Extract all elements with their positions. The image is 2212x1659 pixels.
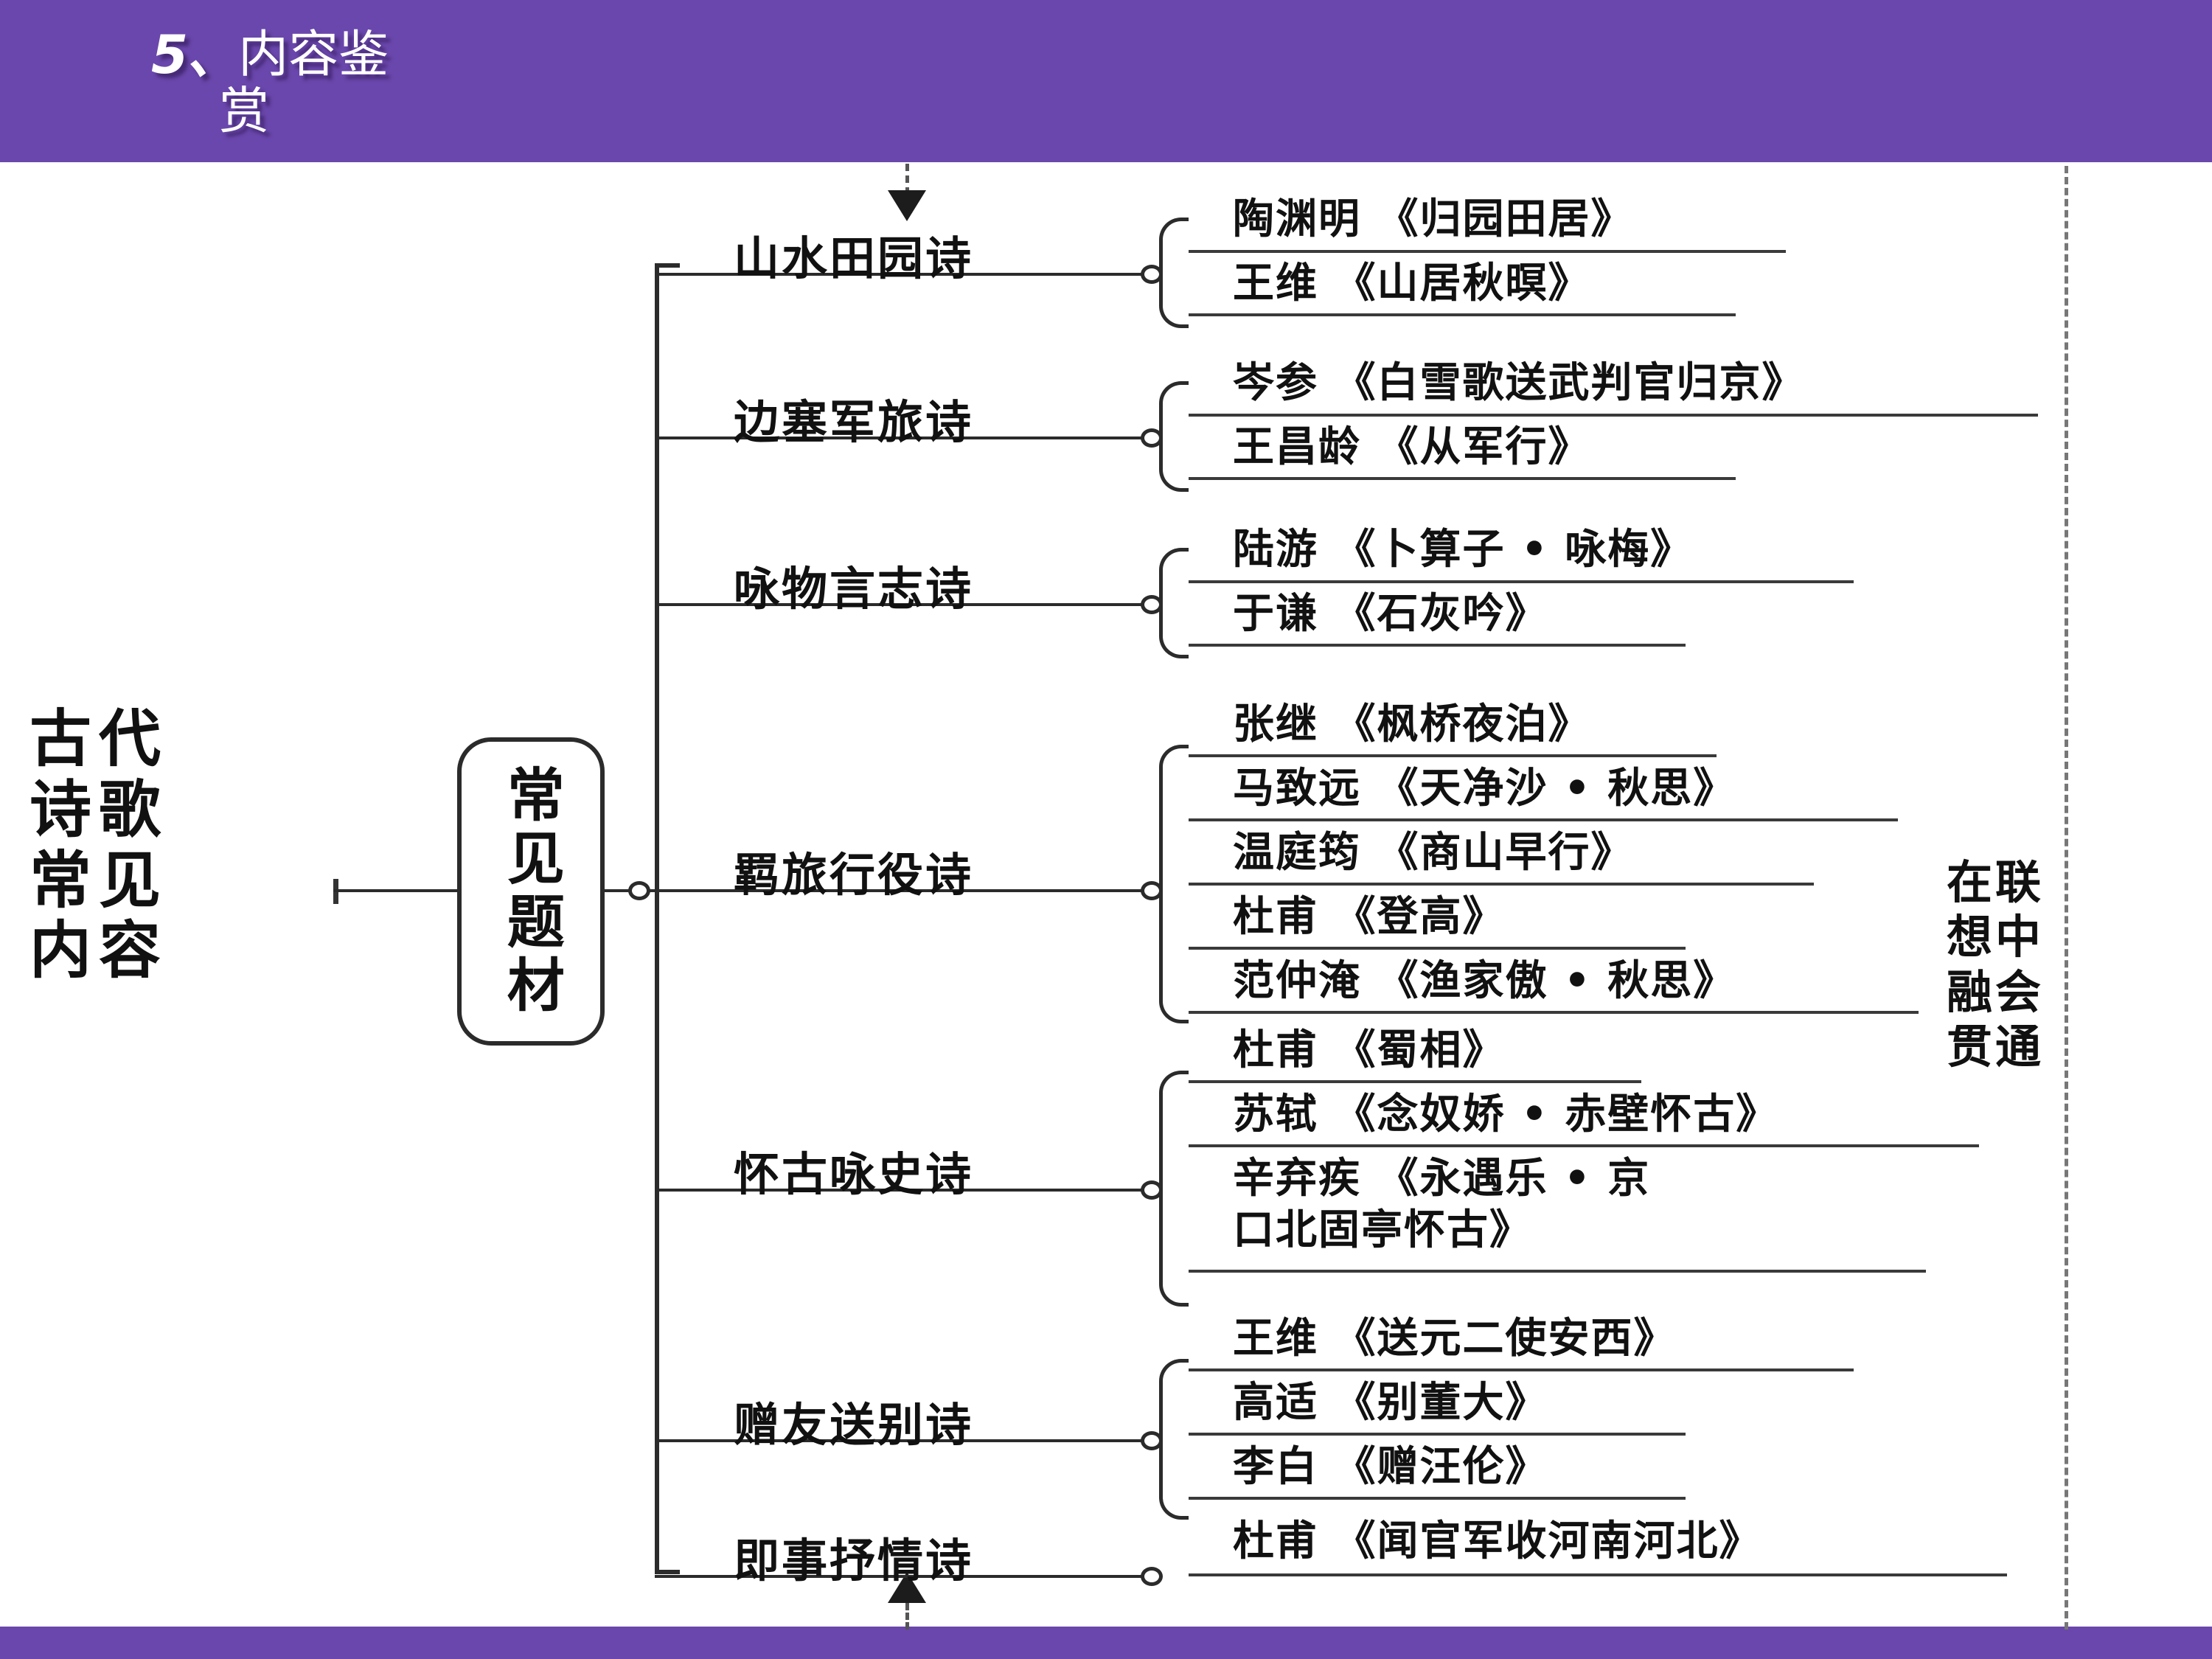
work-item-wrap: 口北固亭怀古》 — [1233, 1206, 1532, 1254]
work-item: 高适 《别董大》 — [1233, 1378, 1548, 1427]
work-item: 范仲淹 《渔家傲 • 秋思》 — [1233, 956, 1736, 1005]
work-underline — [1189, 818, 1898, 821]
work-underline — [1189, 947, 1686, 950]
category-jilv-bracket — [1159, 745, 1189, 1023]
category-shanshui-bracket — [1159, 218, 1189, 328]
work-underline — [1189, 477, 1736, 480]
work-item: 马致远 《天净沙 • 秋思》 — [1233, 764, 1736, 813]
work-underline — [1189, 754, 1717, 757]
category-shanshui-stem — [655, 273, 1150, 276]
central-node: 常见题材 — [457, 737, 605, 1046]
work-item: 陆游 《卜算子 • 咏梅》 — [1233, 525, 1694, 574]
category-jilv-stem — [655, 889, 1150, 892]
top-arrow-stem — [905, 164, 909, 195]
header-band — [0, 0, 2212, 162]
root-title-line-4: 内容 — [29, 914, 169, 987]
work-item: 苏轼 《念奴娇 • 赤壁怀古》 — [1233, 1090, 1779, 1138]
category-huaigu-bracket — [1159, 1071, 1189, 1307]
category-zengyou-bracket — [1159, 1359, 1189, 1520]
category-huaigu-stem — [655, 1189, 1150, 1192]
page-title-text-line2: 赏 — [219, 83, 270, 142]
spine-cap-bottom — [655, 1570, 680, 1574]
work-item: 王维 《送元二使安西》 — [1233, 1314, 1677, 1363]
bottom-arrow-stem — [905, 1603, 909, 1630]
category-zengyou-label: 赠友送别诗 — [734, 1398, 974, 1452]
category-jishi-stem — [655, 1575, 1150, 1578]
work-item: 杜甫 《闻官军收河南河北》 — [1233, 1517, 1762, 1565]
category-jishi-label: 即事抒情诗 — [734, 1534, 974, 1587]
work-item: 杜甫 《登高》 — [1233, 892, 1506, 941]
page-title: 5、内容鉴 赏 — [151, 26, 461, 142]
right-note-line-2: 想中 — [1947, 910, 2045, 964]
work-underline — [1189, 414, 2038, 417]
category-yongwu-stem — [655, 603, 1150, 606]
work-underline — [1189, 1573, 2007, 1576]
work-item: 李白 《赠汪伦》 — [1233, 1442, 1548, 1491]
category-spine — [655, 265, 659, 1574]
work-underline — [1189, 1270, 1926, 1273]
right-dashed-divider — [2065, 166, 2068, 1630]
category-biansai-bracket — [1159, 381, 1189, 492]
work-item: 杜甫 《蜀相》 — [1233, 1026, 1506, 1074]
root-title: 古代 诗歌 常见 内容 — [29, 703, 288, 987]
root-connector-line — [333, 889, 460, 892]
work-item: 王维 《山居秋暝》 — [1233, 259, 1591, 307]
right-note: 在联 想中 融会 贯通 — [1947, 855, 2068, 1075]
work-item: 王昌龄 《从军行》 — [1233, 422, 1591, 471]
category-huaigu-label: 怀古咏史诗 — [734, 1147, 974, 1201]
category-biansai-stem — [655, 437, 1150, 439]
central-node-label: 常见题材 — [497, 765, 565, 1018]
category-biansai-label: 边塞军旅诗 — [734, 395, 974, 449]
right-note-line-1: 在联 — [1947, 855, 2045, 909]
root-title-line-3: 常见 — [29, 844, 169, 917]
work-underline — [1189, 1497, 1686, 1500]
work-underline — [1189, 1080, 1641, 1083]
page-title-number: 5、 — [151, 24, 240, 86]
work-underline — [1189, 1368, 1854, 1371]
work-underline — [1189, 250, 1786, 253]
work-item: 于谦 《石灰吟》 — [1233, 589, 1548, 638]
spine-hub-node — [628, 881, 650, 900]
category-zengyou-stem — [655, 1439, 1150, 1442]
spine-cap-top — [655, 263, 680, 268]
work-underline — [1189, 1144, 1979, 1147]
work-item: 辛弃疾 《永遇乐 • 京 — [1233, 1154, 1651, 1203]
work-item: 岑参 《白雪歌送武判官归京》 — [1233, 358, 1805, 407]
work-underline — [1189, 580, 1854, 583]
right-note-line-3: 融会 — [1947, 964, 2045, 1019]
work-underline — [1189, 883, 1814, 886]
category-yongwu-label: 咏物言志诗 — [734, 562, 974, 616]
work-item: 陶渊明 《归园田居》 — [1233, 195, 1634, 243]
root-title-line-2: 诗歌 — [29, 773, 169, 846]
category-jishi-node — [1141, 1567, 1163, 1586]
page-title-text-line1: 内容鉴 — [238, 26, 389, 84]
work-underline — [1189, 1433, 1686, 1436]
work-item: 温庭筠 《商山早行》 — [1233, 828, 1634, 877]
right-note-line-4: 贯通 — [1947, 1020, 2045, 1074]
top-arrow-head-icon — [888, 190, 926, 221]
work-underline — [1189, 644, 1686, 647]
footer-band — [0, 1627, 2212, 1659]
root-title-line-1: 古代 — [29, 703, 169, 775]
category-jilv-label: 羁旅行役诗 — [734, 848, 974, 902]
work-item: 张继 《枫桥夜泊》 — [1233, 700, 1591, 748]
category-shanshui-label: 山水田园诗 — [734, 232, 974, 285]
work-underline — [1189, 313, 1736, 316]
work-underline — [1189, 1011, 1919, 1014]
category-yongwu-bracket — [1159, 548, 1189, 658]
